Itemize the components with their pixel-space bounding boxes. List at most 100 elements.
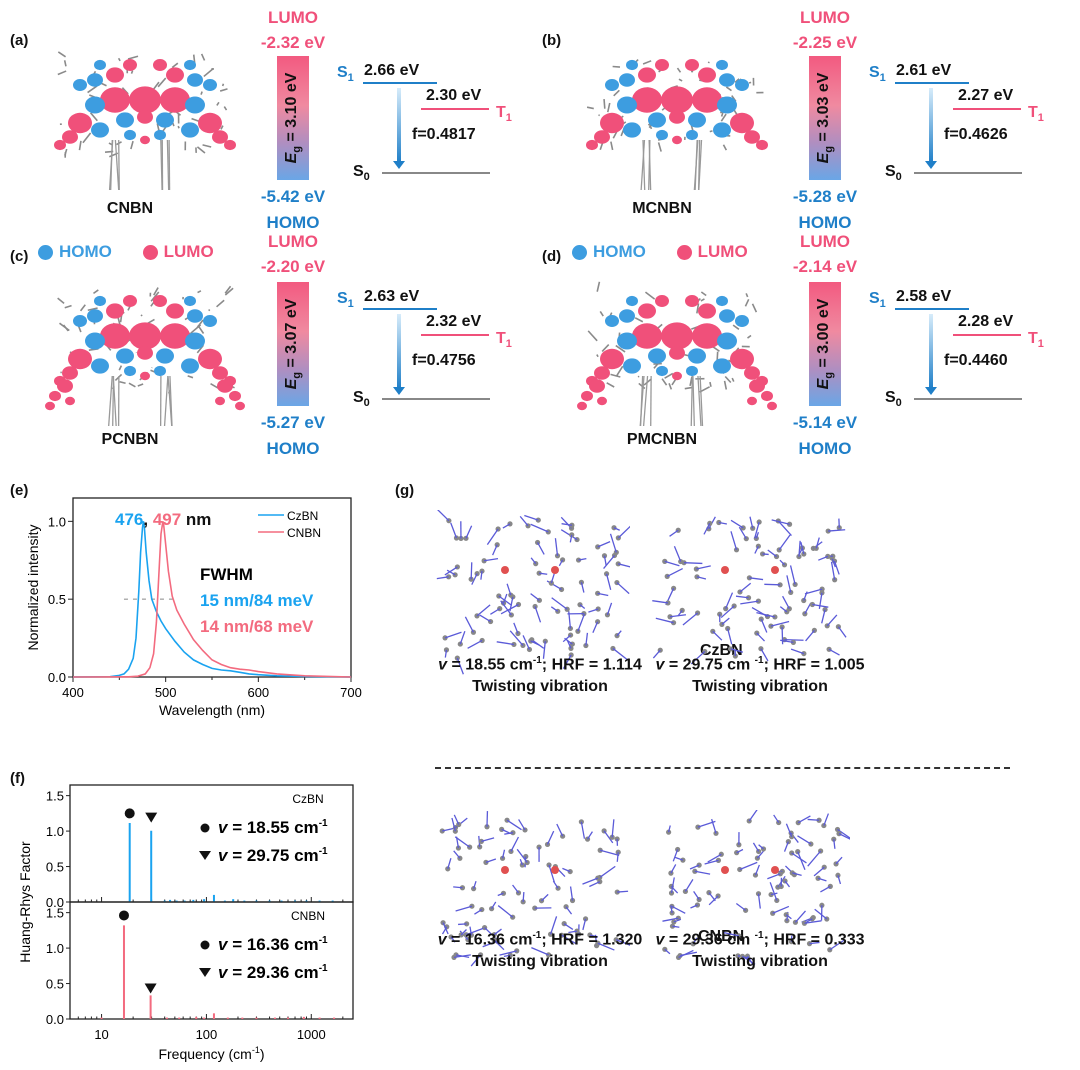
legend-text: v (218, 963, 229, 982)
atom (500, 890, 507, 896)
peak-value: nm (181, 510, 211, 529)
homo-lobe (154, 365, 166, 377)
displacement-arrow-icon (821, 609, 826, 624)
displacement-arrow-icon (519, 859, 523, 866)
y-tick-label: 0.0 (48, 670, 66, 685)
homo-lobe (124, 129, 136, 141)
molecule-name: PMCNBN (626, 431, 698, 448)
homo-title: HOMO (798, 439, 852, 458)
atom (559, 557, 566, 563)
lumo-lobe (730, 112, 754, 134)
displacement-arrow-icon (465, 525, 473, 539)
atom (575, 628, 581, 634)
atom (736, 933, 742, 939)
displacement-arrow-icon (444, 566, 458, 576)
displacement-arrow-icon (828, 529, 846, 532)
atom (458, 535, 464, 542)
lumo-lobe (594, 366, 610, 380)
displacement-arrow-icon (820, 885, 831, 893)
displacement-arrow-icon (491, 901, 497, 910)
y-tick-label: 1.0 (46, 824, 64, 839)
y-axis-label: Huang-Rhys Factor (17, 841, 33, 963)
homo-lobe (184, 59, 196, 71)
displacement-arrow-icon (470, 562, 473, 580)
atom (777, 871, 783, 877)
atom (758, 616, 764, 622)
molecule-image (40, 281, 250, 436)
atom (604, 612, 611, 618)
atom (615, 849, 621, 855)
displacement-arrow-icon (476, 604, 491, 617)
displacement-arrow-icon (569, 534, 573, 543)
homo-lobe (187, 309, 203, 323)
x-tick-label: 1000 (297, 1027, 326, 1042)
lumo-lobe (685, 59, 699, 71)
atom (451, 954, 457, 960)
displacement-arrow-icon (833, 839, 836, 849)
displacement-arrow-icon (484, 557, 499, 562)
displacement-arrow-icon (800, 542, 805, 555)
homo-lobe (688, 348, 706, 364)
homo-lobe (181, 358, 199, 374)
atom (507, 521, 513, 527)
atom (614, 889, 620, 895)
energy-gap-bar: Eg = 3.07 eV (277, 282, 309, 406)
displacement-arrow-icon (837, 626, 847, 638)
homo-lobe (719, 309, 735, 323)
displacement-arrow-icon (779, 559, 785, 566)
displacement-arrow-icon (769, 882, 778, 901)
boron-atom (721, 566, 729, 574)
lumo-lobe (600, 112, 624, 134)
displacement-arrow-icon (519, 515, 529, 527)
displacement-arrow-icon (465, 927, 484, 936)
displacement-arrow-icon (742, 955, 756, 965)
displacement-arrow-icon (826, 614, 838, 627)
displacement-arrow-icon (456, 657, 464, 675)
displacement-arrow-icon (600, 849, 620, 857)
atom (732, 653, 738, 659)
displacement-arrow-icon (542, 641, 546, 659)
atom (768, 623, 774, 629)
displacement-arrow-icon (807, 818, 820, 821)
displacement-arrow-icon (815, 537, 820, 549)
boron-atom (771, 566, 779, 574)
displacement-arrow-icon (453, 886, 463, 889)
lumo-lobe (153, 59, 167, 71)
lumo-lobe (669, 346, 685, 360)
legend-text: v (218, 818, 229, 837)
atom (464, 921, 470, 927)
atom (595, 544, 601, 550)
s1-energy: 2.58 eV (896, 288, 952, 305)
atom (835, 872, 841, 878)
displacement-arrow-icon (503, 954, 511, 958)
atom (669, 923, 676, 929)
displacement-arrow-icon (579, 604, 586, 609)
displacement-arrow-icon (609, 533, 617, 553)
displacement-arrow-icon (444, 649, 448, 658)
s0-level-line (914, 398, 1022, 400)
atom (715, 857, 722, 863)
atom (613, 937, 619, 943)
displacement-arrow-icon (474, 909, 483, 915)
atom (717, 611, 723, 617)
lumo-lobe (123, 59, 137, 71)
boron-atom (721, 866, 729, 874)
homo-lobe (688, 112, 706, 128)
displacement-arrow-icon (506, 819, 522, 831)
displacement-arrow-icon (736, 848, 744, 854)
displacement-arrow-icon (480, 571, 483, 580)
displacement-arrow-icon (506, 583, 512, 596)
displacement-arrow-icon (792, 872, 802, 877)
displacement-arrow-icon (754, 521, 760, 539)
displacement-arrow-icon (696, 576, 707, 580)
displacement-arrow-icon (771, 519, 790, 525)
lumo-dot-icon (676, 245, 692, 261)
atom (542, 638, 548, 644)
lumo-lobe (761, 390, 773, 402)
displacement-arrow-icon (833, 560, 840, 575)
displacement-arrow-icon (669, 529, 679, 537)
lumo-lobe (217, 379, 233, 393)
displacement-arrow-icon (496, 641, 515, 646)
t1-label: T1 (1028, 330, 1044, 351)
homo-lobe (203, 315, 217, 327)
